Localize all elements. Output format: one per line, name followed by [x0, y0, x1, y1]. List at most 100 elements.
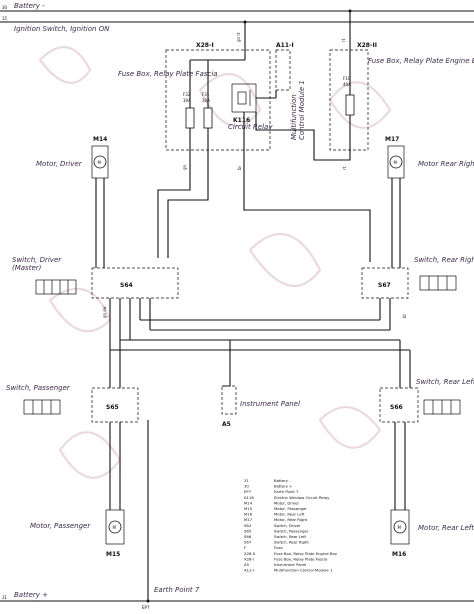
module-label-line1: Multifunction — [290, 94, 298, 140]
fuse-f31[interactable] — [203, 107, 213, 129]
wire-a5 — [222, 340, 231, 387]
wire-relay-out — [243, 112, 371, 262]
wire-label-gn: gn — [182, 164, 187, 170]
relay-coil-icon — [237, 91, 247, 105]
motor-m15-code: M15 — [106, 551, 120, 558]
fuse-box-fascia[interactable] — [165, 49, 271, 151]
legend-code: X28-I — [244, 556, 254, 561]
legend-description: Switch, Rear Right — [274, 540, 309, 545]
fuse-f31-rating: 30A — [202, 98, 210, 103]
switch-s66-code: S66 — [390, 404, 403, 411]
switch-s64-label-2: (Master) — [12, 264, 42, 272]
fuse-f32[interactable] — [185, 107, 195, 129]
legend-code: S65 — [244, 528, 252, 533]
motor-m17-icon — [389, 155, 403, 169]
switch-s65[interactable] — [91, 387, 139, 423]
fuse-f10[interactable] — [345, 94, 355, 116]
legend-code: 31 — [244, 478, 249, 483]
legend-description: Switch, Rear Left — [274, 534, 307, 539]
legend-description: Fuse Box, Relay Plate Engine Bay — [274, 551, 338, 556]
motor-m17-housing[interactable] — [387, 145, 405, 179]
motor-m16-housing[interactable] — [390, 509, 410, 545]
motor-m17-symbol: M — [394, 160, 398, 165]
relay-k116-label: Circuit Relay — [228, 123, 273, 131]
switch-s67-label: Switch, Rear Right — [414, 256, 474, 264]
legend-code: A5 — [244, 562, 250, 567]
motor-m15-icon — [108, 520, 122, 534]
switch-s67[interactable] — [361, 267, 409, 299]
fuse-box-engine[interactable] — [329, 49, 369, 151]
legend-code: M16 — [244, 512, 253, 517]
earth-point-code: EP7 — [142, 605, 150, 610]
rail-31-pin: 31 — [2, 595, 8, 600]
relay-k116-code: K116 — [233, 117, 250, 124]
switch-s66-label: Switch, Rear Left — [416, 378, 474, 386]
connector-x28i-label: X28-I — [196, 42, 214, 49]
legend-description: Motor, Rear Right — [274, 517, 308, 522]
legend-description: Fuse — [274, 545, 283, 550]
legend-code: A11-I — [244, 568, 254, 573]
switch-s64-code: S64 — [120, 282, 133, 289]
motor-m17-code: M17 — [385, 136, 399, 143]
legend-description: Instrument Panel — [274, 562, 306, 567]
legend-code: S64 — [244, 523, 252, 528]
motor-m14-housing[interactable] — [91, 145, 109, 179]
fuse-box-engine-label: Fuse Box, Relay Plate Engine Bay — [368, 57, 474, 65]
legend-description: Fuse Box, Relay Plate Fascia — [274, 556, 327, 561]
fuse-f31-name: F31 — [202, 92, 210, 97]
motor-m16-code: M16 — [392, 551, 406, 558]
switch-s65-label: Switch, Passenger — [6, 384, 71, 392]
legend-code: M17 — [244, 517, 253, 522]
motor-m15-housing[interactable] — [105, 509, 125, 545]
legend-description: Battery + — [274, 484, 292, 489]
rail-30-label: Battery - — [14, 2, 45, 10]
legend-code: 30 — [244, 484, 249, 489]
motor-m17-label: Motor Rear Right — [418, 160, 474, 168]
rail-15-pin: 15 — [2, 16, 8, 21]
motor-m16-symbol: M — [398, 525, 402, 530]
switch-s64[interactable] — [91, 267, 179, 299]
legend-code: F — [244, 545, 246, 550]
switch-s64-label-1: Switch, Driver — [12, 256, 62, 264]
fuse-f32-rating: 30A — [183, 98, 191, 103]
legend-code: S66 — [244, 534, 252, 539]
switch-s67-code: S67 — [378, 282, 391, 289]
instrument-panel-label: Instrument Panel — [240, 400, 300, 408]
fuse-f10-rating: 40A — [343, 82, 351, 87]
legend-code: M15 — [244, 506, 253, 511]
wire-label-rt: rt — [341, 38, 346, 42]
legend-description: Motor, Passenger — [274, 506, 307, 511]
fuse-f10-name: F10 — [343, 76, 351, 81]
rail-31-label: Battery + — [14, 591, 48, 599]
junction-dot — [243, 20, 247, 24]
motor-m15-symbol: M — [113, 525, 117, 530]
legend-description: Motor, Rear Left — [274, 512, 305, 517]
connector-a11i-label: A11-I — [276, 42, 294, 49]
legend-description: Electric Window Circuit Relay — [274, 495, 330, 500]
fuse-box-fascia-label: Fuse Box, Relay Plate Fascia — [118, 70, 218, 78]
instrument-panel-a5[interactable] — [221, 385, 237, 415]
legend-code: S67 — [244, 540, 252, 545]
wire-label-gn-rt: gn rt — [236, 32, 241, 42]
fuse-f32-name: F32 — [183, 92, 191, 97]
motor-m14-code: M14 — [93, 136, 107, 143]
legend-description: Motor, Driver — [274, 500, 300, 505]
legend-code: K116 — [244, 495, 254, 500]
module-a11[interactable] — [275, 49, 291, 91]
switch-s66[interactable] — [379, 387, 419, 423]
junction-dot — [146, 599, 150, 603]
junction-dot — [348, 9, 352, 13]
wire-label-gn-sw: gn sw — [102, 306, 107, 318]
earth-point-label: Earth Point 7 — [154, 586, 200, 594]
legend-description: Switch, Passenger — [274, 528, 309, 533]
wire-label-br: br — [237, 165, 242, 170]
rail-30-pin: 30 — [2, 5, 8, 10]
watermark-decoration — [38, 46, 392, 479]
switch-s65-code: S65 — [106, 404, 119, 411]
relay-k116[interactable] — [231, 83, 257, 113]
legend-description: Switch, Driver — [274, 523, 301, 528]
wire-label-rt-2: rt — [342, 166, 347, 170]
motor-m16-label: Motor, Rear Left — [418, 524, 474, 532]
